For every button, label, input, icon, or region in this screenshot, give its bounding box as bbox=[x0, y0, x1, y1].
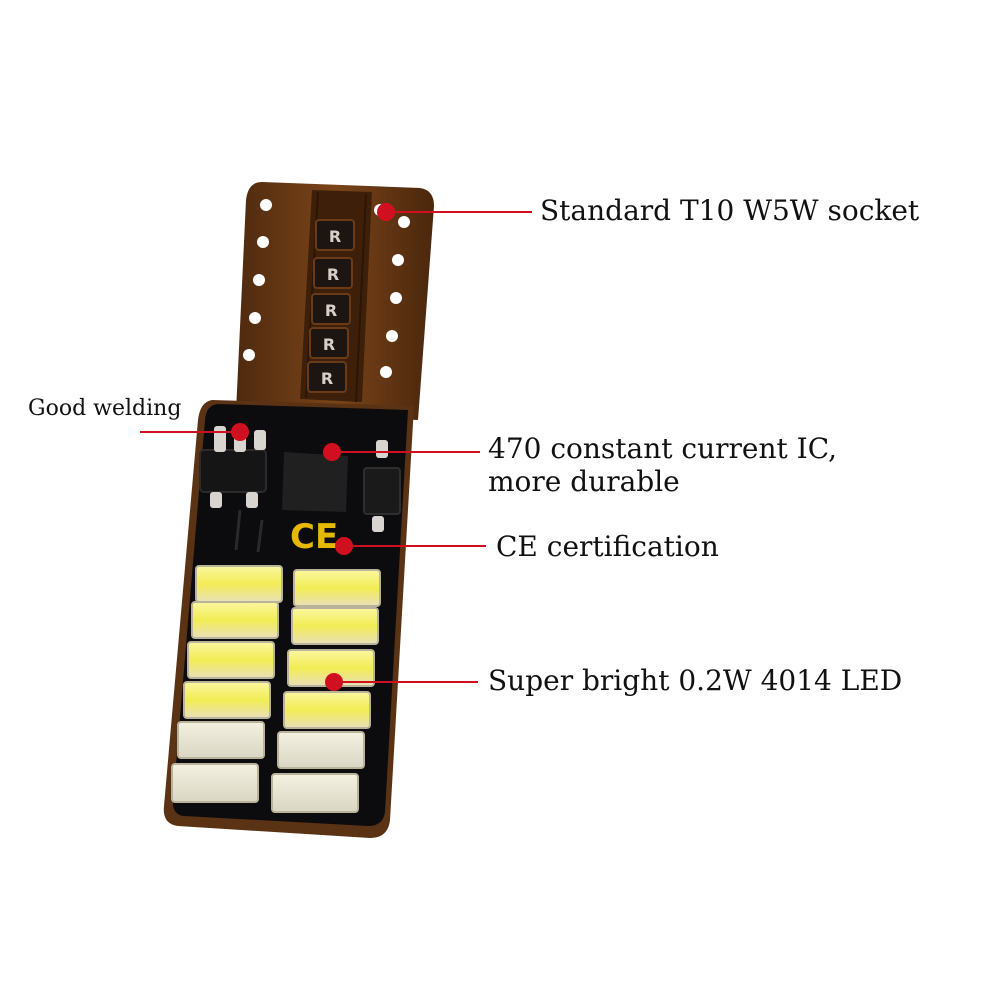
transistor bbox=[199, 449, 267, 493]
callout-ic-line1: 470 constant current IC, bbox=[488, 432, 838, 465]
callout-dot bbox=[325, 673, 343, 691]
callout-led-label: Super bright 0.2W 4014 LED bbox=[488, 664, 903, 697]
resistor: R bbox=[315, 219, 355, 251]
driver-components: CE bbox=[199, 426, 401, 557]
resistor-marking: R bbox=[323, 335, 335, 354]
callout-welding-label: Good welding bbox=[28, 396, 182, 421]
led-chip bbox=[293, 569, 381, 607]
led-chip bbox=[291, 607, 379, 645]
resistor-marking: R bbox=[329, 227, 341, 246]
solder-pad bbox=[372, 516, 384, 532]
callout-ce-label: CE certification bbox=[496, 530, 719, 563]
resistor: R bbox=[313, 257, 353, 289]
solder-pad bbox=[254, 430, 266, 450]
led-chip bbox=[187, 641, 275, 679]
resistor: R bbox=[311, 293, 351, 325]
callout-dot bbox=[377, 203, 395, 221]
resistor: R bbox=[309, 327, 349, 359]
led-array bbox=[171, 565, 381, 813]
solder-pad bbox=[246, 492, 258, 508]
led-column-right bbox=[271, 569, 381, 813]
led-chip bbox=[191, 601, 279, 639]
resistor-marking: R bbox=[327, 265, 339, 284]
callout-dot bbox=[335, 537, 353, 555]
diode bbox=[363, 467, 401, 515]
led-chip bbox=[171, 763, 259, 803]
callout-ic-label: 470 constant current IC, more durable bbox=[488, 432, 837, 498]
led-chip bbox=[283, 691, 371, 729]
resistor: R bbox=[307, 361, 347, 393]
callout-socket-label: Standard T10 W5W socket bbox=[540, 194, 920, 227]
callout-dot bbox=[323, 443, 341, 461]
led-column-left bbox=[171, 565, 283, 803]
callout-ic-line2: more durable bbox=[488, 465, 680, 499]
resistor-row: R R R R R bbox=[307, 219, 355, 393]
callout-lines bbox=[140, 203, 532, 691]
led-chip bbox=[177, 721, 265, 759]
resistor-marking: R bbox=[321, 369, 333, 388]
led-chip bbox=[183, 681, 271, 719]
solder-pad bbox=[376, 440, 388, 458]
constant-current-ic bbox=[282, 452, 348, 512]
resistor-marking: R bbox=[325, 301, 337, 320]
solder-pad bbox=[214, 426, 226, 452]
led-chip bbox=[195, 565, 283, 603]
led-chip bbox=[277, 731, 365, 769]
solder-pad bbox=[210, 492, 222, 508]
callout-dot bbox=[231, 423, 249, 441]
ce-mark: CE bbox=[290, 517, 338, 557]
led-chip bbox=[271, 773, 359, 813]
